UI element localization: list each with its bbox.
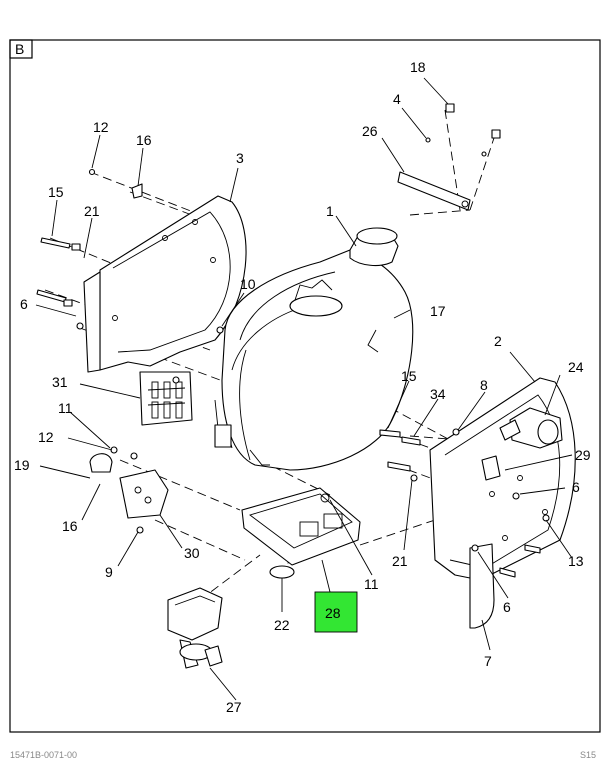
callout-17: 17 — [430, 303, 446, 319]
callout-10: 10 — [240, 276, 256, 292]
callout-12-mid: 12 — [38, 429, 54, 445]
tray-bracket — [241, 487, 361, 566]
callout-8: 8 — [480, 377, 488, 393]
callout-21-right: 21 — [392, 553, 408, 569]
clamp — [89, 453, 113, 473]
callout-28[interactable]: 28 — [325, 605, 341, 621]
callout-9: 9 — [105, 564, 113, 580]
view-label: B — [15, 41, 24, 57]
highlight-box-28[interactable] — [314, 591, 358, 633]
callout-11-right: 11 — [364, 576, 379, 592]
hose-clamp — [269, 565, 295, 579]
callout-22: 22 — [274, 617, 290, 633]
heat-shield — [139, 371, 193, 426]
callout-3: 3 — [236, 150, 244, 166]
callout-11-left: 11 — [58, 400, 73, 416]
callout-15-left: 15 — [48, 184, 64, 200]
callout-31: 31 — [52, 374, 68, 390]
diagram-frame — [9, 39, 601, 733]
right-bracket-plate — [429, 377, 576, 581]
leader-lines — [35, 77, 573, 701]
callout-27: 27 — [226, 699, 242, 715]
footer-left: 15471B-0071-00 — [10, 750, 77, 760]
callout-21-left: 21 — [84, 203, 100, 219]
callout-4: 4 — [393, 91, 401, 107]
callout-26: 26 — [362, 123, 378, 139]
control-module — [167, 587, 223, 669]
callout-1: 1 — [326, 203, 334, 219]
footer-right: S15 — [580, 750, 596, 760]
callout-12-top: 12 — [93, 119, 109, 135]
callout-29: 29 — [575, 447, 591, 463]
mount-bracket — [119, 469, 169, 519]
callout-13: 13 — [568, 553, 584, 569]
callout-30: 30 — [184, 545, 200, 561]
clip — [481, 455, 501, 481]
callout-labels: 1 2 3 4 6 6 6 7 8 9 10 11 11 12 12 13 15… — [14, 59, 591, 715]
callout-24: 24 — [568, 359, 584, 375]
callout-16-top: 16 — [136, 132, 152, 148]
callout-19: 19 — [14, 457, 30, 473]
callout-15-right: 15 — [401, 368, 417, 384]
callout-2: 2 — [494, 333, 502, 349]
filter-heater-assembly — [499, 407, 563, 449]
callout-6-right-lower: 6 — [503, 599, 511, 615]
fuel-tank — [214, 227, 414, 471]
view-label-box — [9, 39, 33, 59]
left-bracket-panel — [83, 195, 247, 373]
callout-16-bottom: 16 — [62, 518, 78, 534]
callout-6-left: 6 — [20, 296, 28, 312]
callout-18: 18 — [410, 59, 426, 75]
callout-6-right-upper: 6 — [572, 479, 580, 495]
callout-34: 34 — [430, 386, 446, 402]
tank-strap — [397, 171, 471, 211]
mud-flap — [469, 543, 495, 629]
callout-7: 7 — [484, 653, 492, 669]
